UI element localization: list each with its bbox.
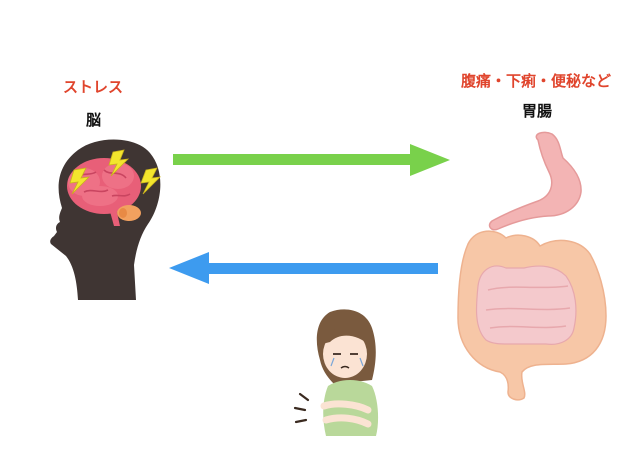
lightning-icons (69, 149, 162, 195)
woman-in-pain-icon (293, 309, 379, 436)
brain-label: 脳 (86, 111, 102, 129)
arrow-brain-to-gut (173, 144, 450, 176)
arrow-gut-to-brain (169, 252, 438, 284)
symptoms-label: 腹痛・下痢・便秘など (461, 72, 612, 90)
stomach-icon (488, 131, 582, 231)
stress-label: ストレス (63, 78, 124, 96)
gut-label: 胃腸 (522, 102, 553, 120)
intestine-icon (457, 230, 607, 401)
